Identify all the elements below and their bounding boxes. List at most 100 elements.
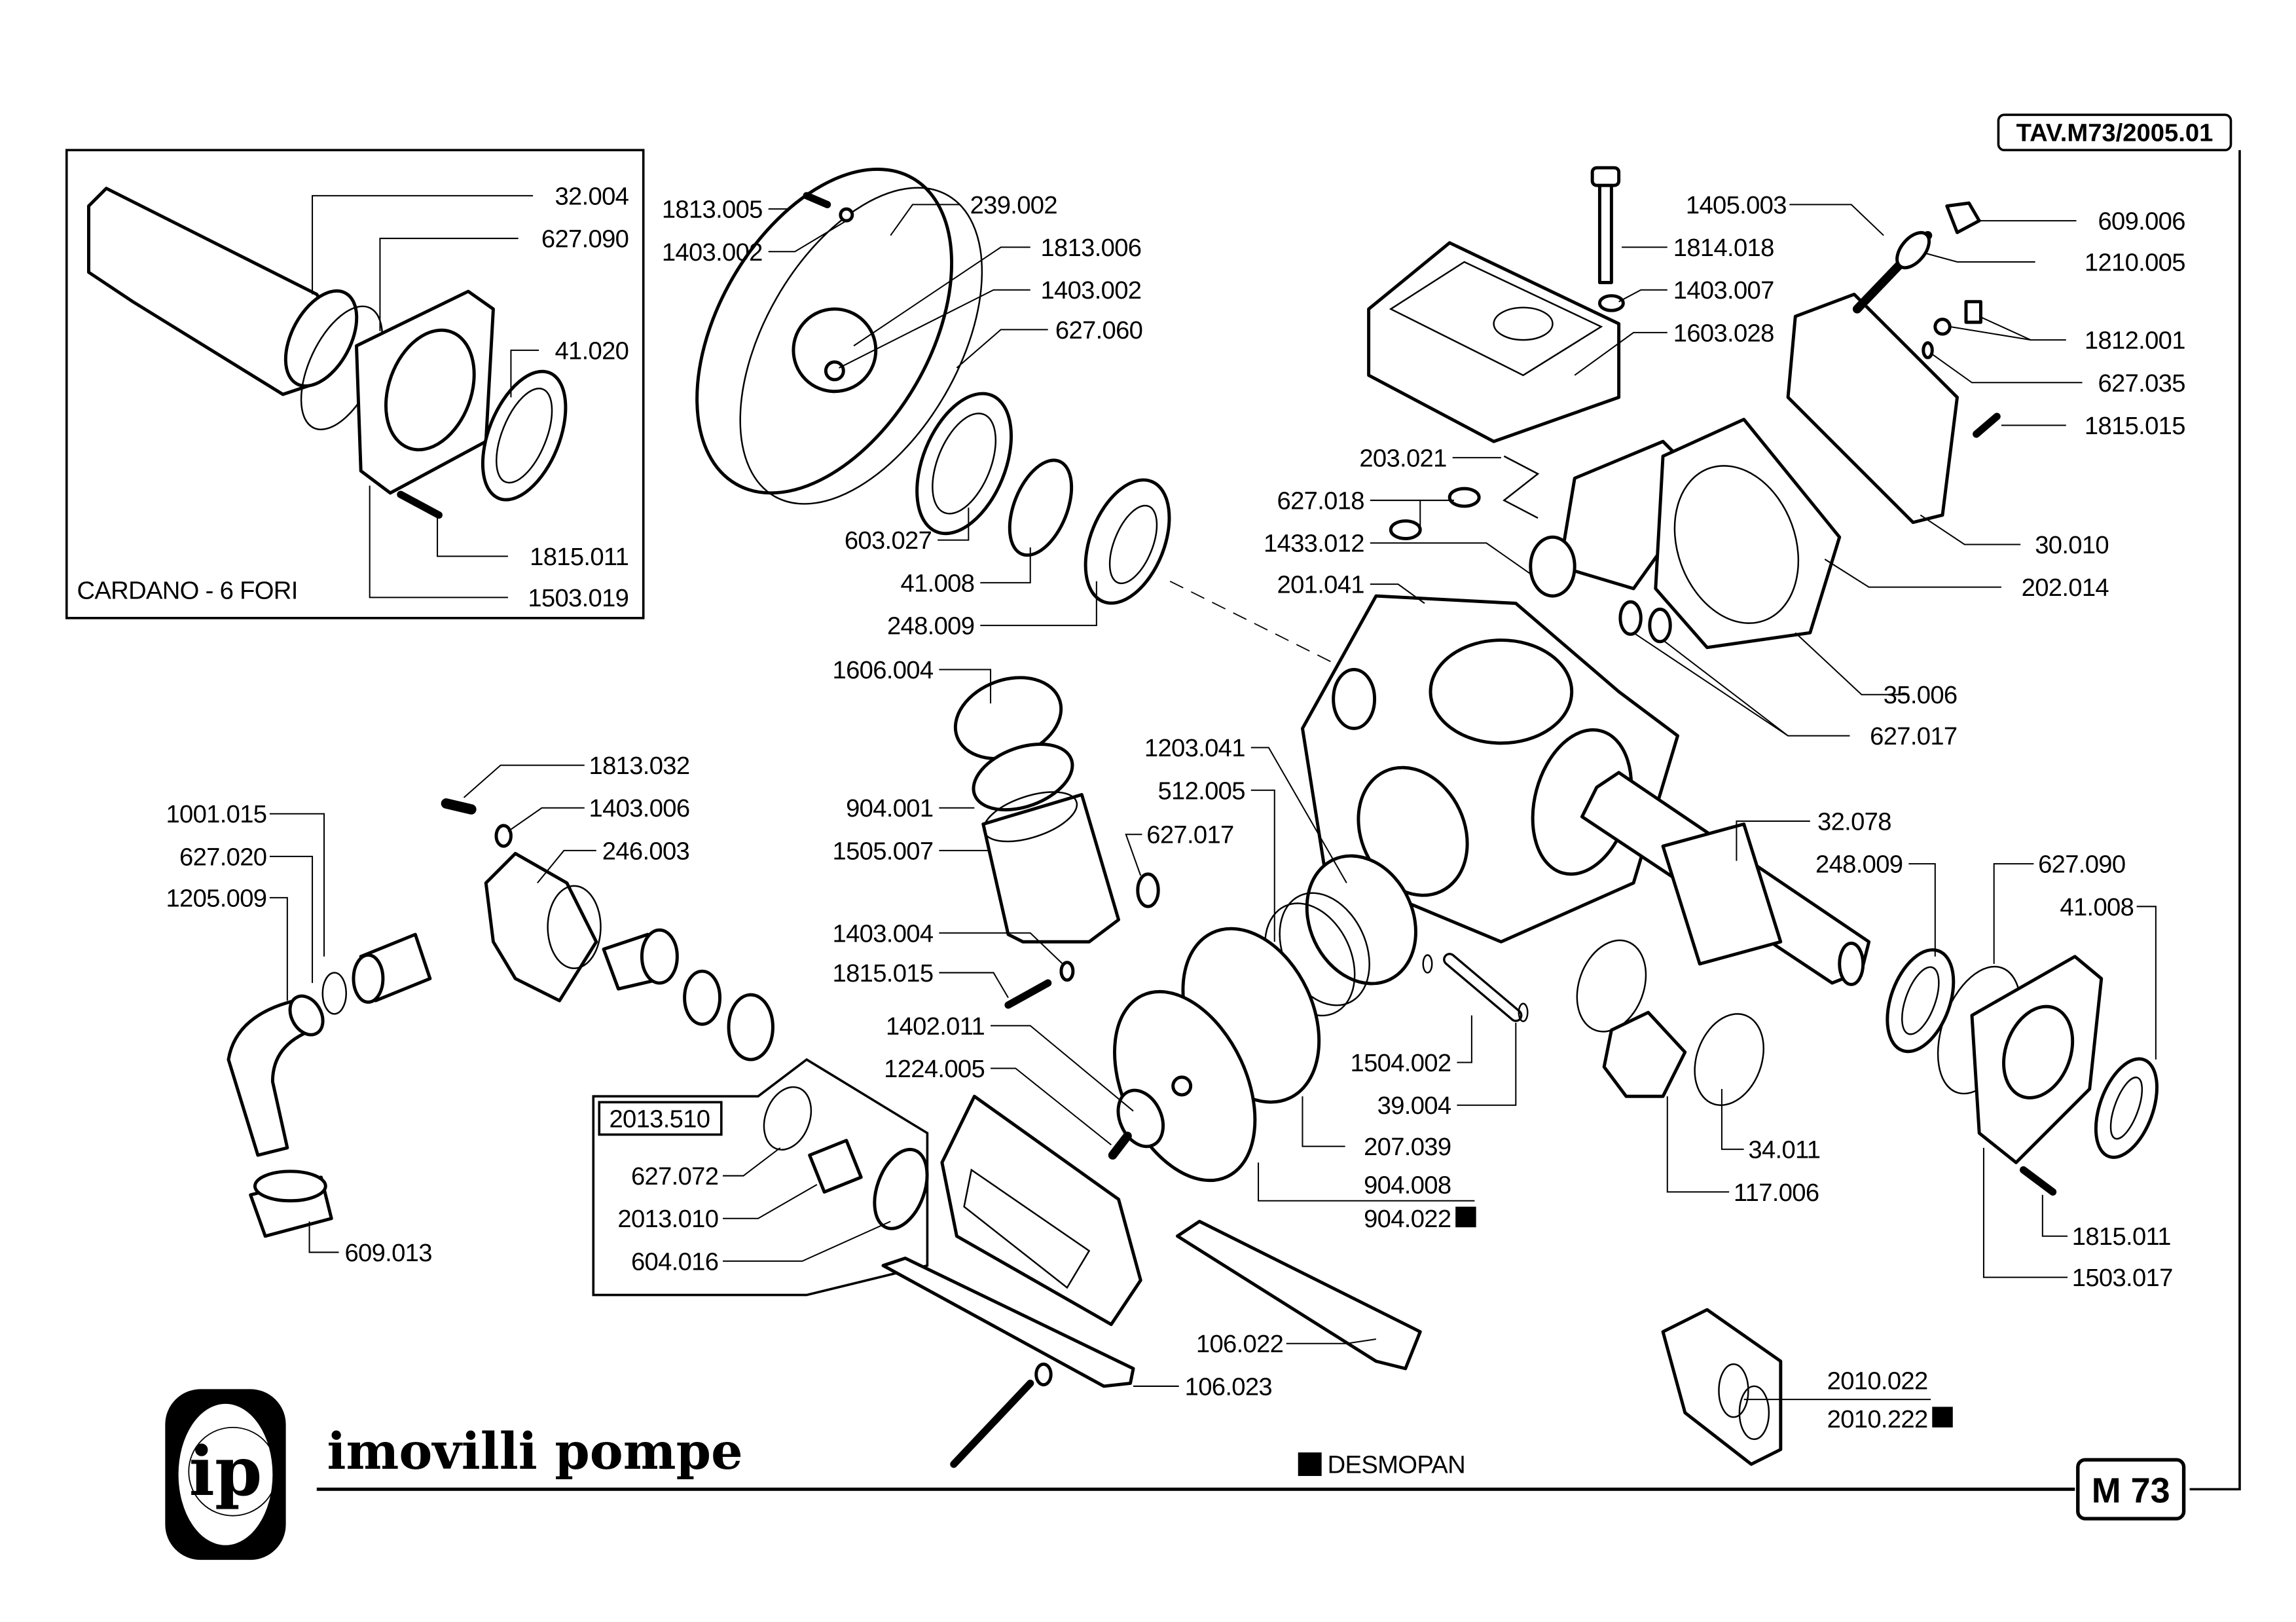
oring-627060 bbox=[739, 187, 983, 505]
cover-1603028-boss bbox=[1493, 306, 1554, 341]
leader-1813006 bbox=[853, 246, 1030, 346]
label-1505007: 1505.007 bbox=[833, 837, 934, 865]
label-512005: 512.005 bbox=[1157, 777, 1245, 805]
label-1815011: 1815.011 bbox=[530, 543, 629, 571]
nipple-1001015-end bbox=[352, 953, 385, 1004]
label-904008: 904.008 bbox=[1364, 1171, 1451, 1200]
bottom-cover-ribs bbox=[963, 1168, 1091, 1289]
valve-2013010 bbox=[808, 1139, 863, 1194]
label-34011: 34.011 bbox=[1748, 1136, 1820, 1164]
label-1813005: 1813.005 bbox=[662, 196, 763, 224]
filter-group: 1606.004 904.001 1505.007 627.017 1403.0… bbox=[833, 656, 1234, 1009]
label-246003: 246.003 bbox=[602, 837, 689, 865]
cover-1603028 bbox=[1367, 241, 1621, 443]
inset-cardano: CARDANO - 6 FORI 32.004 627.090 41.020 1… bbox=[65, 149, 645, 619]
filter-bowl-1505007 bbox=[981, 793, 1121, 944]
label-1403007: 1403.007 bbox=[1673, 276, 1774, 304]
leader-32004 bbox=[312, 194, 534, 295]
label-1503019: 1503.019 bbox=[528, 584, 629, 612]
kit-2013510: 2013.510 627.072 2013.010 604.016 bbox=[592, 1058, 929, 1297]
label-904001: 904.001 bbox=[846, 794, 933, 822]
leader-1403006 bbox=[507, 807, 585, 832]
label-1403002b: 1403.002 bbox=[1040, 276, 1141, 304]
screw-1815011-inset bbox=[397, 490, 443, 519]
leader-603027 bbox=[938, 507, 970, 541]
valve-ring-b bbox=[727, 993, 774, 1061]
reference-code: TAV.M73/2005.01 bbox=[2016, 119, 2214, 147]
valve-cover-30010 bbox=[1786, 292, 1959, 525]
label-1815011b: 1815.011 bbox=[2072, 1223, 2171, 1251]
oring-246003 bbox=[547, 885, 602, 969]
oring-627072 bbox=[763, 1086, 812, 1151]
oring-627035 bbox=[1922, 341, 1934, 359]
leader-627090 bbox=[1993, 863, 2034, 964]
leader-41008b bbox=[2136, 906, 2157, 1060]
desmopan-marker-icon bbox=[1455, 1206, 1476, 1228]
housing-top-bore bbox=[1429, 638, 1574, 745]
label-1224005: 1224.005 bbox=[884, 1055, 985, 1083]
leader-1001015 bbox=[269, 813, 325, 957]
axis-line bbox=[1169, 580, 1347, 671]
leader-1812001 bbox=[1950, 316, 2066, 341]
reference-box: TAV.M73/2005.01 bbox=[1997, 113, 2232, 152]
label-1405003: 1405.003 bbox=[1686, 191, 1787, 219]
kit-code-box bbox=[598, 1101, 723, 1136]
leader-1433012 bbox=[1370, 542, 1531, 575]
label-1403002a: 1403.002 bbox=[662, 238, 763, 267]
label-609006: 609.006 bbox=[2098, 208, 2185, 236]
label-30010: 30.010 bbox=[2035, 531, 2109, 559]
leader-32078 bbox=[1736, 820, 1810, 861]
cover-group: 1813.005 1403.002 239.002 1813.006 1403.… bbox=[662, 168, 1347, 671]
label-2013010: 2013.010 bbox=[617, 1205, 718, 1233]
label-207039: 207.039 bbox=[1364, 1133, 1451, 1161]
housing-port bbox=[1332, 668, 1377, 730]
leader-627017a bbox=[1633, 632, 1850, 737]
sheet-frame-right bbox=[2189, 150, 2241, 1491]
reference-box-border bbox=[1997, 113, 2232, 152]
oring-627017a bbox=[1618, 600, 1643, 636]
kit-code: 2013.510 bbox=[609, 1105, 710, 1133]
seal-41020-inner bbox=[496, 387, 553, 484]
leader-604016 bbox=[723, 1221, 891, 1262]
leader-609013 bbox=[308, 1221, 339, 1253]
inset-title: CARDANO - 6 FORI bbox=[77, 577, 297, 605]
leader-2013010 bbox=[723, 1184, 818, 1219]
oring-34011b bbox=[1694, 1013, 1764, 1106]
leader-512005 bbox=[1250, 789, 1275, 942]
label-627090: 627.090 bbox=[541, 225, 629, 253]
cover-1603028-top bbox=[1389, 261, 1603, 377]
legend-text: DESMOPAN bbox=[1328, 1451, 1465, 1479]
leader-34011 bbox=[1721, 1088, 1744, 1151]
leader-117006 bbox=[1666, 1096, 1730, 1193]
leader-246003 bbox=[537, 849, 596, 884]
leader-1813032 bbox=[463, 764, 585, 798]
leader-1815015b bbox=[939, 972, 1009, 999]
clip-203021 bbox=[1503, 455, 1540, 519]
leader-248009a bbox=[980, 581, 1097, 627]
label-1815015b: 1815.015 bbox=[833, 959, 934, 987]
nut-609006 bbox=[1945, 201, 1981, 234]
nut-609013-top bbox=[253, 1170, 327, 1203]
head-202014-inner bbox=[1673, 465, 1800, 624]
leader-1403002b bbox=[839, 289, 1030, 369]
label-106022: 106.022 bbox=[1196, 1330, 1283, 1358]
shaft-32078-collar bbox=[1661, 822, 1783, 966]
washer-1403006 bbox=[494, 824, 513, 848]
screw-1813032 bbox=[441, 798, 477, 815]
flange-246003 bbox=[484, 851, 598, 1003]
bottom-cover bbox=[940, 1094, 1142, 1327]
leader-1815011b bbox=[2041, 1194, 2068, 1237]
label-41008b: 41.008 bbox=[2060, 893, 2134, 921]
label-627060: 627.060 bbox=[1055, 316, 1142, 344]
screw-1815015b bbox=[1004, 979, 1052, 1009]
label-1210005: 1210.005 bbox=[2085, 248, 2185, 276]
seal-41008b bbox=[2094, 1057, 2159, 1159]
label-201041: 201.041 bbox=[1277, 571, 1364, 599]
leader-627035 bbox=[1930, 352, 2083, 384]
label-603027: 603.027 bbox=[845, 526, 932, 555]
leader-106022 bbox=[1286, 1338, 1376, 1344]
leader-41020 bbox=[510, 349, 539, 397]
leader-627018 bbox=[1370, 500, 1454, 530]
piston-group: 1203.041 512.005 1402.011 1224.005 1504.… bbox=[884, 734, 1529, 1233]
